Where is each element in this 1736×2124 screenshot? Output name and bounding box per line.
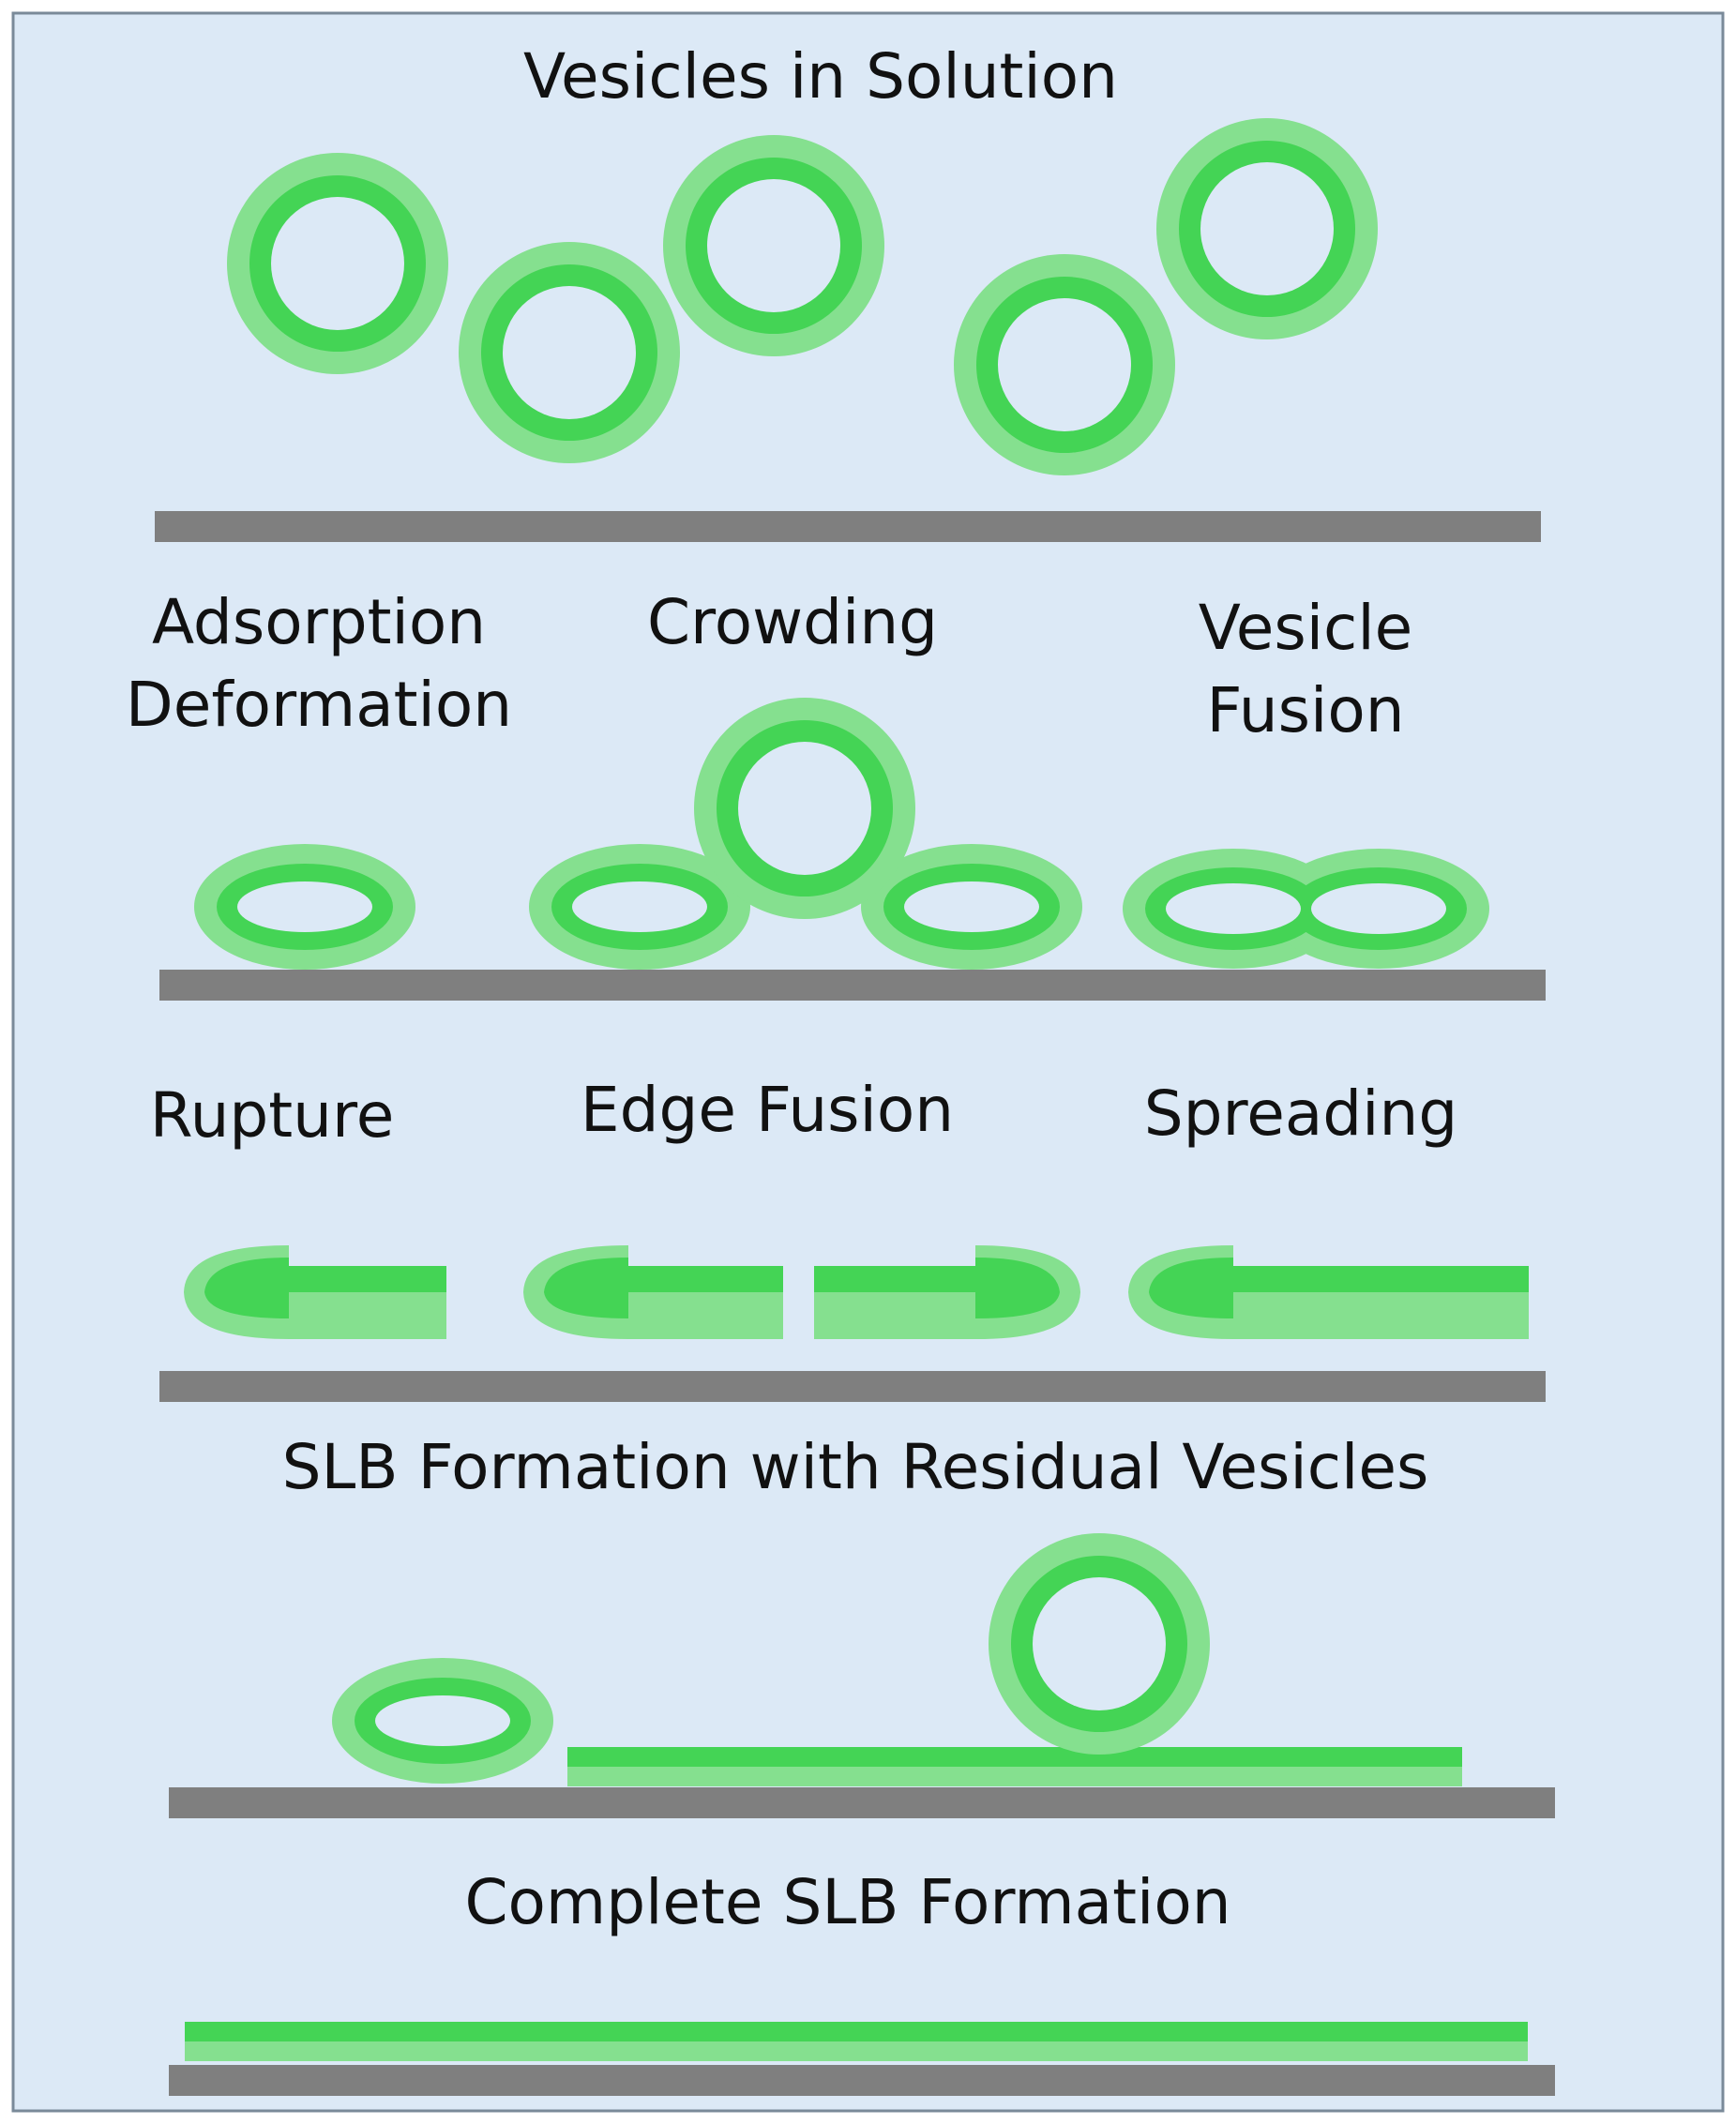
label-line: Fusion xyxy=(1206,674,1405,747)
spreading-bilayer xyxy=(1128,1245,1529,1339)
substrate xyxy=(155,511,1541,542)
supported-lipid-bilayer xyxy=(185,2022,1528,2061)
supported-lipid-bilayer xyxy=(567,1747,1462,1786)
label-line: Adsorption xyxy=(151,586,487,658)
label-line: Vesicle xyxy=(1198,592,1413,664)
residual-adsorbed-vesicle xyxy=(332,1658,553,1784)
vesicle xyxy=(663,135,884,356)
label-complete-slb: Complete SLB Formation xyxy=(464,1866,1231,1938)
crowding-vesicle xyxy=(694,698,915,919)
fusing-vesicles xyxy=(1123,849,1489,969)
substrate xyxy=(159,970,1546,1001)
substrate xyxy=(169,2065,1555,2096)
vesicle xyxy=(459,242,680,463)
label-crowding: Crowding xyxy=(646,586,939,658)
label-adsorption-deformation: Adsorption Deformation xyxy=(126,581,512,747)
edge-fusing-bilayer xyxy=(814,1245,1080,1339)
substrate xyxy=(169,1787,1555,1818)
residual-vesicle xyxy=(989,1533,1210,1755)
label-rupture: Rupture xyxy=(149,1079,395,1152)
vesicle xyxy=(227,153,448,374)
label-spreading: Spreading xyxy=(1143,1077,1458,1150)
edge-fusing-bilayer xyxy=(523,1245,783,1339)
substrate xyxy=(159,1371,1546,1402)
vesicle xyxy=(954,254,1175,475)
label-slb-residual: SLB Formation with Residual Vesicles xyxy=(281,1431,1429,1503)
label-vesicle-fusion: Vesicle Fusion xyxy=(1199,587,1413,753)
rupturing-vesicle xyxy=(184,1245,446,1339)
label-line: Deformation xyxy=(125,669,513,742)
adsorbed-vesicle xyxy=(861,844,1082,970)
adsorbed-vesicle xyxy=(194,844,415,970)
label-edge-fusion: Edge Fusion xyxy=(580,1074,955,1146)
vesicle xyxy=(1156,118,1378,339)
adsorbed-vesicle xyxy=(529,844,750,970)
label-vesicles-in-solution: Vesicles in Solution xyxy=(523,40,1118,113)
